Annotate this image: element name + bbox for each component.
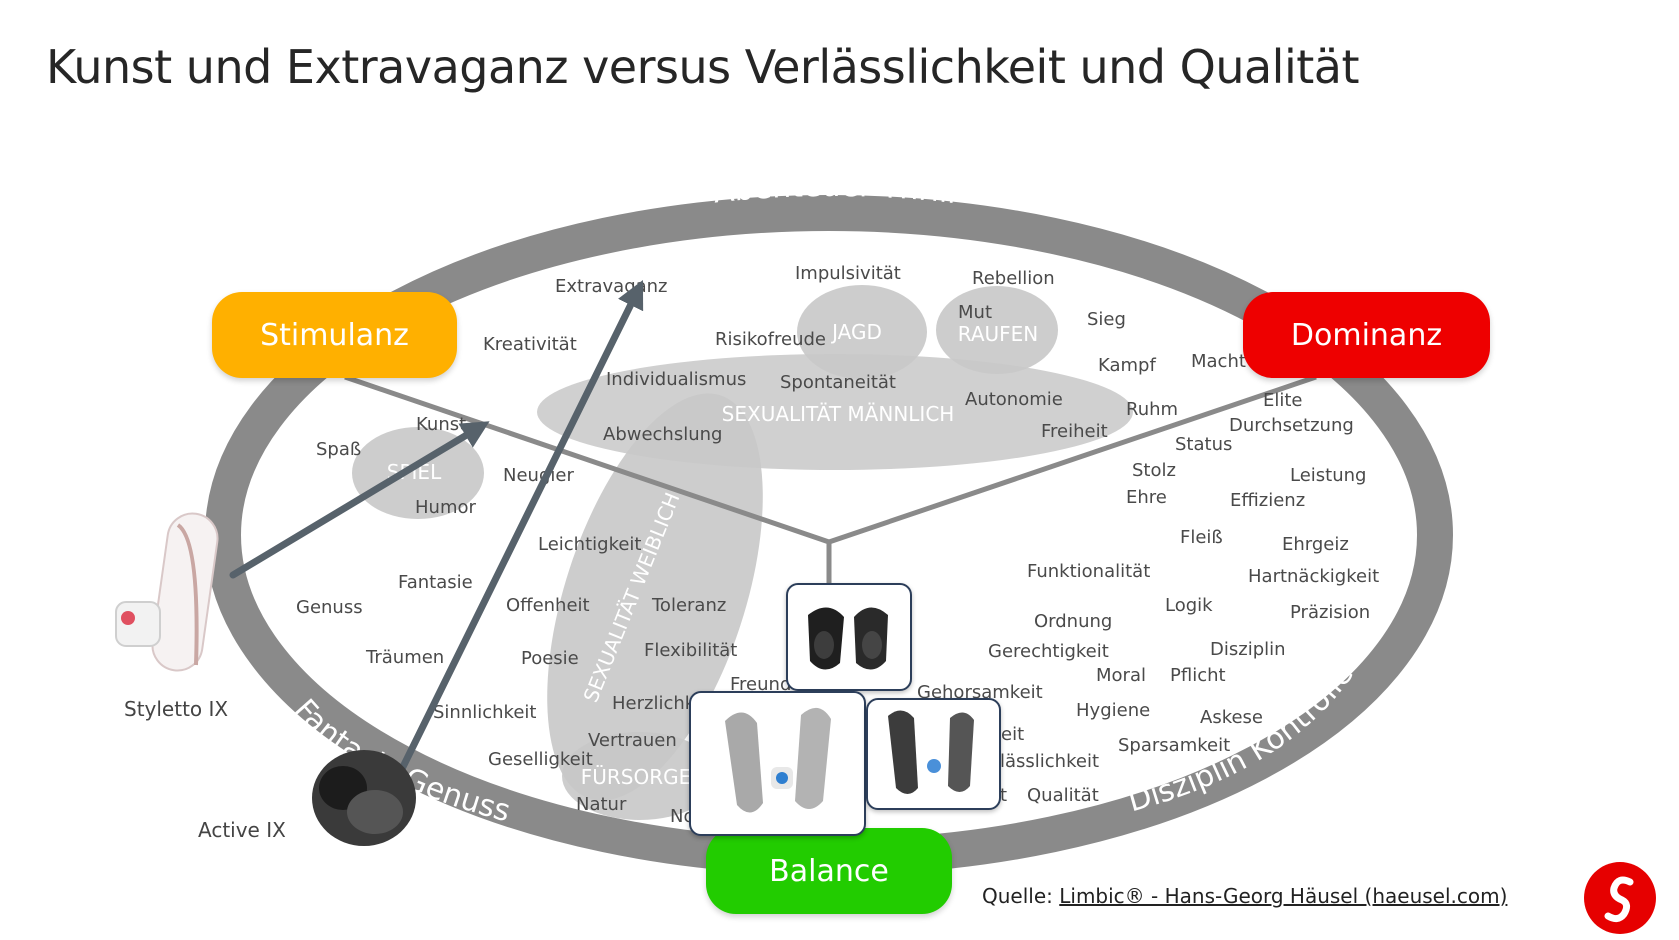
y-lines <box>344 374 1317 585</box>
word-askese: Askese <box>1200 707 1263 728</box>
word-kreativitaet: Kreativität <box>483 334 577 355</box>
word-neugier: Neugier <box>503 465 574 486</box>
word-autonomie: Autonomie <box>965 389 1063 410</box>
word-mut: Mut <box>958 302 992 323</box>
word-sparsamkeit: Sparsamkeit <box>1118 735 1230 756</box>
word-pflicht: Pflicht <box>1170 665 1226 686</box>
brand-logo <box>1584 862 1656 934</box>
word-leistung: Leistung <box>1290 465 1366 486</box>
word-extravaganz: Extravaganz <box>555 276 668 297</box>
word-natur: Natur <box>576 794 627 815</box>
region-label-fuersorge: FÜRSORGE <box>581 765 692 789</box>
region-jagd <box>797 285 927 379</box>
active-device-image <box>312 750 416 846</box>
word-leichtigkeit: Leichtigkeit <box>538 534 642 555</box>
word-traeumen: Träumen <box>365 647 444 668</box>
word-individualismus: Individualismus <box>606 369 746 390</box>
word-rebellion: Rebellion <box>972 268 1055 289</box>
word-offenheit: Offenheit <box>506 595 590 616</box>
word-ehre: Ehre <box>1126 487 1167 508</box>
source-citation: Quelle: Limbic® - Hans-Georg Häusel (hae… <box>982 884 1507 908</box>
source-link[interactable]: Limbic® - Hans-Georg Häusel (haeusel.com… <box>1059 884 1508 908</box>
word-praezision: Präzision <box>1290 602 1370 623</box>
pole-dominanz: Dominanz <box>1243 292 1490 378</box>
region-raufen <box>936 286 1058 374</box>
word-kampf: Kampf <box>1098 355 1156 376</box>
word-freiheit: Freiheit <box>1041 421 1108 442</box>
word-laesslichkeit: lässlichkeit <box>1000 751 1099 772</box>
word-hygiene: Hygiene <box>1076 700 1150 721</box>
word-qualitaet: Qualität <box>1027 785 1099 806</box>
word-spontaneitaet: Spontaneität <box>780 372 896 393</box>
pole-balance: Balance <box>706 828 952 914</box>
word-ruhm: Ruhm <box>1126 399 1178 420</box>
word-fantasie: Fantasie <box>398 572 473 593</box>
word-logik: Logik <box>1165 595 1213 616</box>
word-toleranz: Toleranz <box>651 595 726 616</box>
word-gehorsamkeit: Gehorsamkeit <box>917 682 1043 703</box>
styletto-device-image <box>115 512 219 672</box>
product-photo-dark-hearing-aids <box>866 698 1001 810</box>
region-label-sexualitaet-maennlich: SEXUALITÄT MÄNNLICH <box>722 402 955 426</box>
word-flexibilitaet: Flexibilität <box>644 640 737 661</box>
word-kunst: Kunst <box>416 414 466 435</box>
word-stolz: Stolz <box>1132 460 1176 481</box>
word-eit: eit <box>1001 724 1024 745</box>
word-effizienz: Effizienz <box>1230 490 1305 511</box>
word-macht: Macht <box>1191 351 1246 372</box>
word-poesie: Poesie <box>521 648 579 669</box>
page-title: Kunst und Extravaganz versus Verlässlich… <box>46 40 1359 94</box>
word-ordnung: Ordnung <box>1034 611 1112 632</box>
word-humor: Humor <box>415 497 476 518</box>
device-label-active: Active IX <box>198 818 286 842</box>
device-label-styletto: Styletto IX <box>124 697 229 721</box>
word-freund: Freund <box>730 674 791 695</box>
region-label-jagd: JAGD <box>830 320 882 344</box>
word-sieg: Sieg <box>1087 309 1126 330</box>
arrow-styletto-to-kunst <box>229 421 490 579</box>
word-fleiss: Fleiß <box>1180 527 1223 548</box>
word-disziplin: Disziplin <box>1210 639 1286 660</box>
word-hartnaeckigkeit: Hartnäckigkeit <box>1248 566 1379 587</box>
word-herzlichk: Herzlichk <box>612 693 696 714</box>
word-durchsetzung: Durchsetzung <box>1229 415 1354 436</box>
arrow-active-to-extravaganz <box>393 279 644 783</box>
word-moral: Moral <box>1096 665 1146 686</box>
word-no: No <box>670 806 694 827</box>
word-gerechtigkeit: Gerechtigkeit <box>988 641 1109 662</box>
product-photo-earbuds <box>786 583 912 691</box>
word-funktionalitaet: Funktionalität <box>1027 561 1150 582</box>
word-vertrauen: Vertrauen <box>588 730 677 751</box>
word-elite: Elite <box>1263 390 1303 411</box>
word-risikofreude: Risikofreude <box>715 329 826 350</box>
source-prefix: Quelle: <box>982 884 1060 908</box>
word-t: t <box>1000 785 1007 806</box>
word-impulsivitaet: Impulsivität <box>795 263 901 284</box>
word-spass: Spaß <box>316 439 361 460</box>
word-genuss: Genuss <box>296 597 363 618</box>
word-status: Status <box>1175 434 1232 455</box>
word-geselligkeit: Geselligkeit <box>488 749 593 770</box>
region-spiel <box>352 427 484 519</box>
region-fuersorge <box>562 732 718 820</box>
word-abwechslung: Abwechslung <box>603 424 722 445</box>
pole-stimulanz: Stimulanz <box>212 292 457 378</box>
region-label-raufen: RAUFEN <box>958 322 1039 346</box>
word-ehrgeiz: Ehrgeiz <box>1282 534 1349 555</box>
word-sinnlichkeit: Sinnlichkeit <box>433 702 536 723</box>
product-photo-silver-hearing-aids <box>689 691 866 836</box>
